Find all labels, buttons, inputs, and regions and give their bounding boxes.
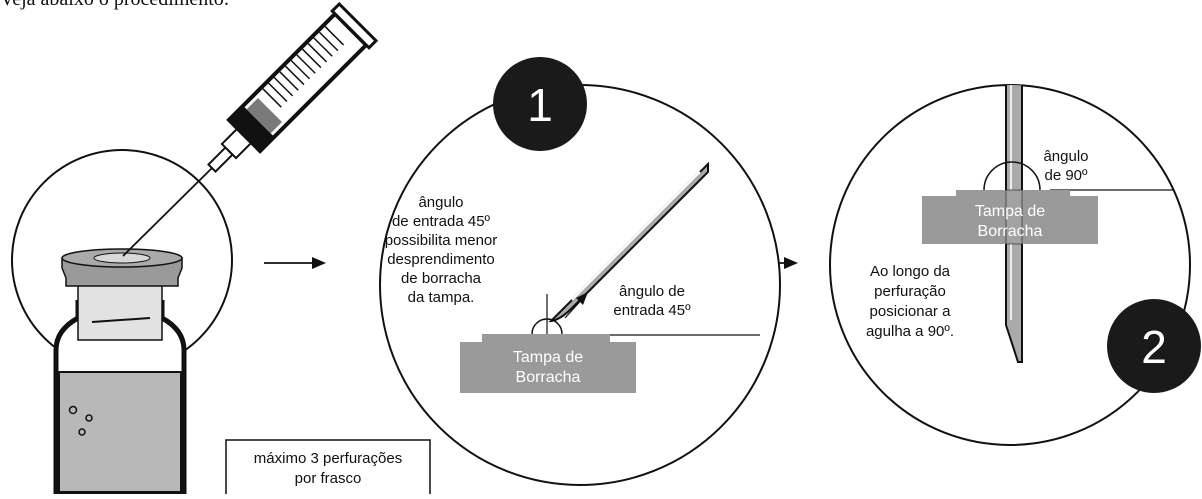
step2-instruction-line: Ao longo da [870,263,951,280]
vial-note-line: por frasco [295,470,362,487]
step1-stopper-label: Borracha [516,369,581,386]
step1-number: 1 [527,79,553,131]
vial-liquid [58,371,182,493]
step1-panel: ângulo de entrada 45º possibilita menor … [379,57,781,486]
bubble [68,405,78,415]
step1-explanation-line: da tampa. [408,289,475,306]
bubble [85,414,93,422]
step2-angle-label: de 90º [1044,167,1088,184]
arrow-right-icon [264,257,326,269]
step2-instruction-line: agulha a 90º. [866,323,954,340]
step2-instruction-line: perfuração [874,283,946,300]
vial-neck [77,279,163,341]
step1-stopper-label: Tampa de [513,349,583,366]
vial-illustration [11,149,233,497]
step1-explanation-line: de entrada 45º [392,213,491,230]
step1-explanation-line: de borracha [401,270,482,287]
syringe [122,1,379,257]
step2-instruction-line: posicionar a [870,303,952,320]
step2-badge [1107,299,1201,393]
step2-angle-label: ângulo [1043,148,1088,165]
vial-note: máximo 3 perfurações por frasco [225,439,431,494]
step2-number: 2 [1141,321,1167,373]
step1-angle-label: entrada 45º [613,302,691,319]
step1-angle-label: ângulo de [619,283,685,300]
bubble [78,428,86,436]
step2-panel: ângulo de 90º Tampa de Borracha Ao longo… [829,84,1201,446]
step1-explanation-line: ângulo [418,194,463,211]
step1-explanation-line: possibilita menor [385,232,498,249]
step2-stopper-label: Tampa de [975,203,1045,220]
intro-text: Veja abaixo o procedimento: [0,0,229,11]
step1-explanation-line: desprendimento [387,251,495,268]
syringe-needle [122,167,213,257]
step1-stopper [460,334,636,393]
step2-stopper-label: Borracha [978,223,1043,240]
vial-note-line: máximo 3 perfurações [254,450,402,467]
step1-badge [493,57,587,151]
